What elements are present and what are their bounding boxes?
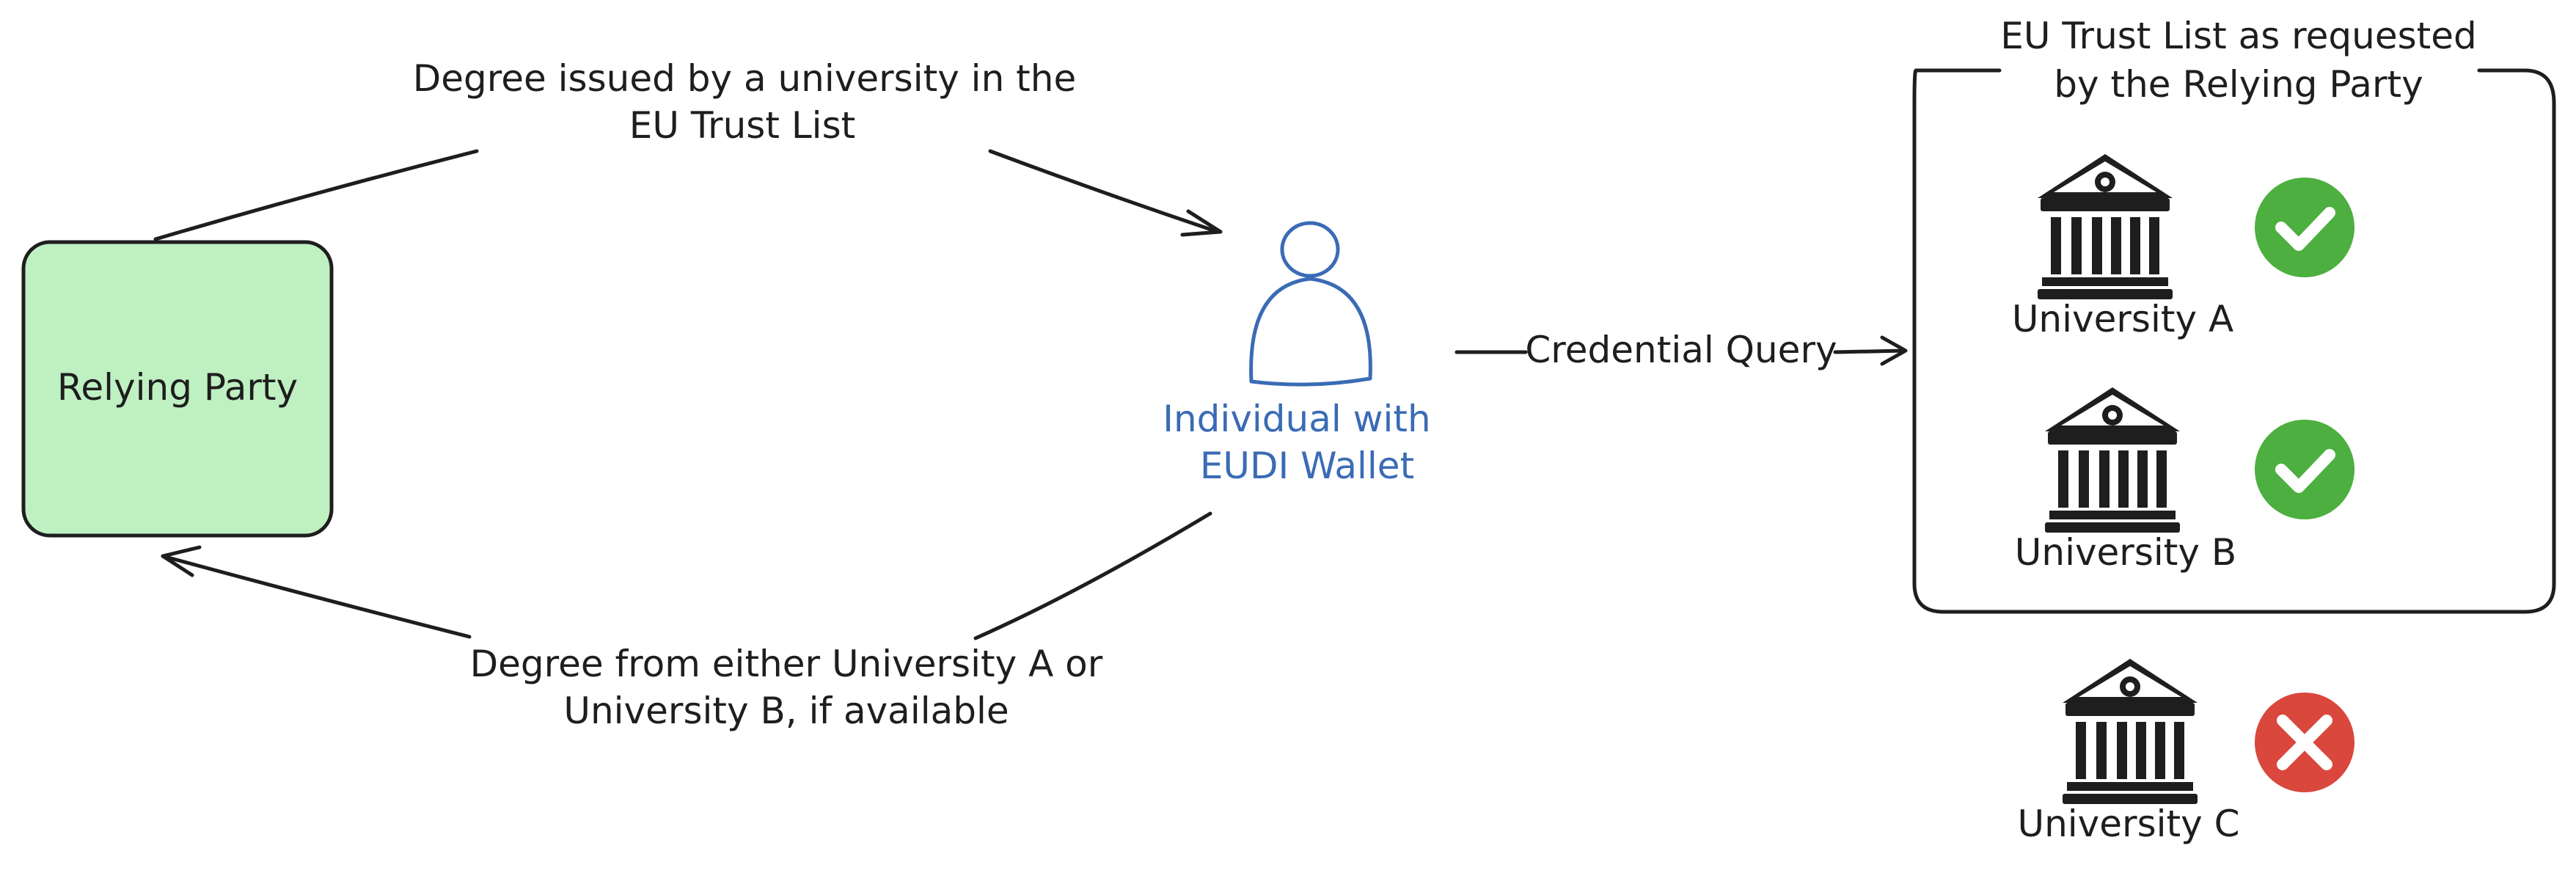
credential-query-label: Credential Query bbox=[1525, 329, 1837, 371]
edge-top-label-line1: Degree issued by a university in the bbox=[413, 57, 1076, 100]
edge-degree-request: Degree issued by a university in the EU … bbox=[153, 57, 1223, 241]
university-c-item: University C bbox=[2017, 659, 2354, 845]
trust-list-title-line2: by the Relying Party bbox=[2054, 63, 2423, 106]
edge-line-top-right bbox=[988, 149, 1220, 234]
university-building-icon bbox=[2045, 387, 2180, 533]
query-line-right bbox=[1833, 348, 1906, 354]
university-c-label: University C bbox=[2017, 803, 2239, 845]
edge-line-top-left bbox=[153, 149, 479, 241]
university-building-icon bbox=[2063, 659, 2198, 804]
individual-label-line1: Individual with bbox=[1163, 398, 1430, 440]
edge-bottom-label-line1: Degree from either University A or bbox=[470, 643, 1103, 685]
arrowhead-bottom bbox=[161, 545, 202, 577]
relying-party-node[interactable]: Relying Party bbox=[21, 240, 334, 538]
trust-list-panel: EU Trust List as requested by the Relyin… bbox=[1912, 15, 2556, 614]
trust-list-title-line1: EU Trust List as requested bbox=[2000, 15, 2477, 57]
university-a-label: University A bbox=[2012, 298, 2233, 340]
cross-icon bbox=[2255, 693, 2354, 792]
arrowhead-top bbox=[1180, 209, 1223, 237]
university-b-item: University B bbox=[2015, 387, 2354, 574]
edge-bottom-label-line2: University B, if available bbox=[563, 690, 1009, 732]
university-a-item: University A bbox=[2012, 154, 2354, 340]
edge-credential-query: Credential Query bbox=[1455, 329, 1908, 371]
individual-node[interactable]: Individual with EUDI Wallet bbox=[1163, 221, 1431, 487]
trust-list-border bbox=[1912, 68, 2556, 614]
university-building-icon bbox=[2038, 154, 2173, 299]
individual-label-line2: EUDI Wallet bbox=[1200, 445, 1414, 487]
university-b-label: University B bbox=[2015, 531, 2236, 574]
edge-line-bottom-right bbox=[973, 511, 1212, 640]
edge-top-label-line2: EU Trust List bbox=[629, 104, 855, 147]
edge-degree-response: Degree from either University A or Unive… bbox=[161, 511, 1212, 732]
person-icon bbox=[1249, 221, 1372, 387]
check-icon bbox=[2255, 178, 2354, 277]
relying-party-label: Relying Party bbox=[57, 366, 298, 409]
arrowhead-query bbox=[1880, 335, 1908, 366]
relying-party-box bbox=[21, 240, 334, 538]
edge-line-bottom-left bbox=[161, 554, 472, 639]
check-icon bbox=[2255, 420, 2354, 519]
